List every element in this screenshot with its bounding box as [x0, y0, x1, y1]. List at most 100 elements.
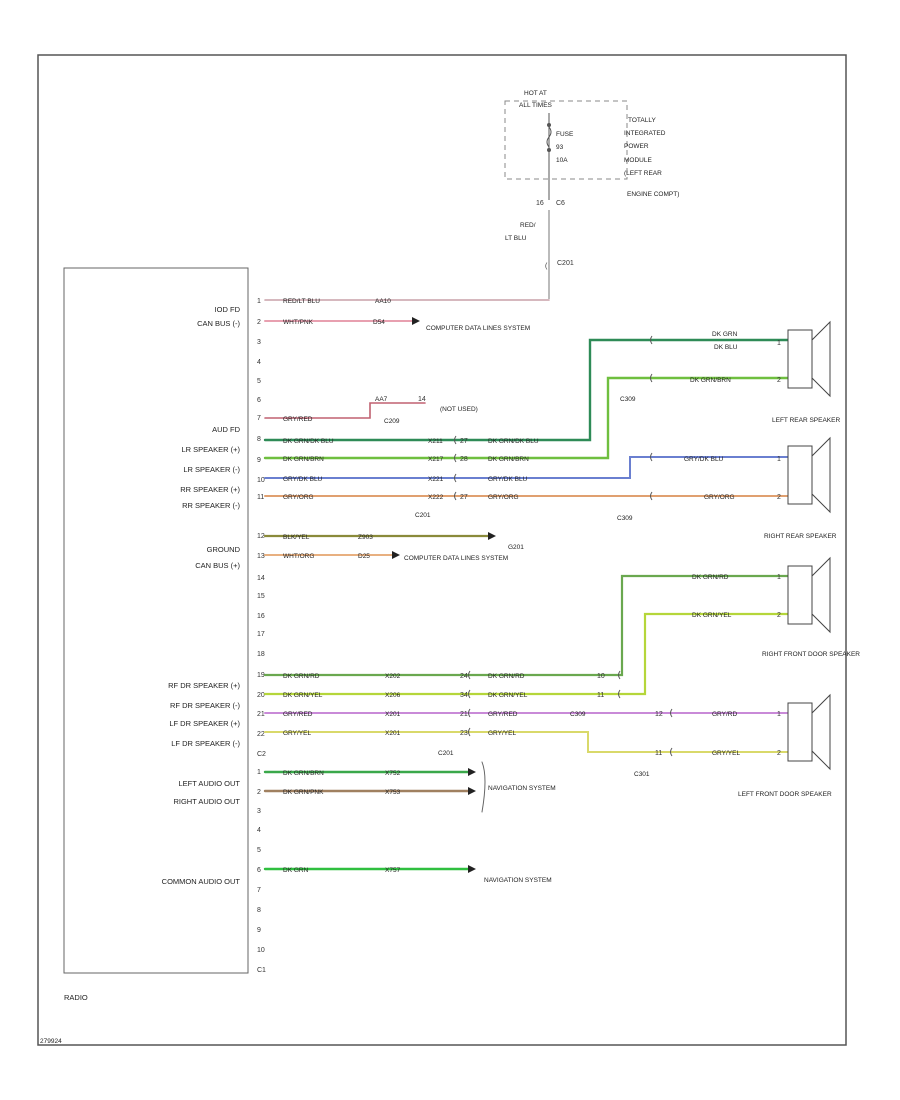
speaker-rr-body	[787, 565, 813, 625]
spk-rr-wire1: DK GRN/RD	[692, 574, 729, 581]
pin-c1-5: 5	[257, 378, 261, 385]
spk-lr-pin1: 1	[777, 456, 781, 463]
wire-rfm-pin: 34	[460, 692, 468, 699]
wire-rrm-circuit: X222	[428, 494, 444, 501]
label-rf-dr-speaker-minus: RF DR SPEAKER (-)	[170, 701, 241, 710]
spk-top-wire1-code: DK BLU	[714, 344, 738, 351]
conn-mark-top1	[650, 335, 653, 345]
pin-c1-22: 22	[257, 731, 265, 738]
spk-rf-name: RIGHT FRONT DOOR SPEAKER	[762, 651, 860, 658]
wire-rf-plus	[263, 574, 802, 677]
wire-rrp-color-2: GRY/DK BLU	[488, 476, 528, 483]
speaker-rr-cone	[811, 556, 831, 634]
wire-rrm-pin: 27	[460, 494, 468, 501]
wire-aud-fd	[264, 402, 426, 419]
speaker-lr-cone	[811, 436, 831, 514]
conn-mark-rf1	[468, 670, 471, 680]
c209-label: C209	[384, 418, 400, 425]
pin-c2-3: 3	[257, 808, 261, 815]
module-name-6: ENGINE COMPT)	[627, 191, 679, 198]
wire-lrm-color-2: DK GRN/BRN	[488, 456, 529, 463]
wire-rfm-color-2: DK GRN/YEL	[488, 692, 528, 699]
speakers: DK GRN DK BLU DK GRN/BRN 1 2 LEFT REAR S…	[570, 320, 860, 798]
conn-mark-lr1	[650, 452, 653, 462]
wire-rf-minus	[263, 612, 802, 696]
spk-lf-c301-pin1: 12	[655, 711, 663, 718]
label-rr-speaker-plus: RR SPEAKER (+)	[180, 485, 240, 494]
wire-cao-color: DK GRN	[283, 867, 309, 874]
label-lr-speaker-plus: LR SPEAKER (+)	[181, 445, 240, 454]
wire-lao-color: DK GRN/BRN	[283, 770, 324, 777]
nav-system-label-1: NAVIGATION SYSTEM	[488, 785, 556, 792]
arrow-ground	[488, 532, 496, 540]
speaker-lf-body	[787, 702, 813, 762]
wire-lfp-pin: 21	[460, 711, 468, 718]
spk-lf-pin2: 2	[777, 750, 781, 757]
arrow-right-audio	[468, 787, 476, 795]
wire-rao-color: DK GRN/PNK	[283, 789, 324, 796]
conn-mark-lr2	[650, 491, 653, 501]
conn-mark-lf1	[468, 708, 471, 718]
pin-c1-17: 17	[257, 631, 265, 638]
pin-c1-16: 16	[257, 613, 265, 620]
wire-lrp-color: DK GRN/DK BLU	[283, 438, 334, 445]
pin-c1-12: 12	[257, 533, 265, 540]
radio-function-labels: IOD FD CAN BUS (-) AUD FD LR SPEAKER (+)…	[162, 305, 241, 886]
spk-lf-wire2: GRY/YEL	[712, 750, 740, 757]
spk-lr-pin2: 2	[777, 494, 781, 501]
feed-wire-color-2: LT BLU	[505, 235, 527, 242]
conn-mark-rf4	[618, 689, 621, 699]
cdl-label-1: COMPUTER DATA LINES SYSTEM	[426, 325, 530, 332]
wire-canp-circuit: D25	[358, 553, 370, 560]
wire-aud-circuit: AA7	[375, 396, 388, 403]
pin-c1-6: 6	[257, 397, 261, 404]
pin-c2-9: 9	[257, 927, 261, 934]
hot-at-label: HOT AT	[524, 90, 547, 97]
speaker-lf-cone	[811, 693, 831, 771]
wire-lfm-circuit: X201	[385, 730, 401, 737]
module-name-5: (LEFT REAR	[624, 170, 662, 177]
pin-c1-10: 10	[257, 477, 265, 484]
wire-lrm-color: DK GRN/BRN	[283, 456, 324, 463]
pin-c1-19: 19	[257, 672, 265, 679]
power-module: HOT AT ALL TIMES FUSE 93 10A TOTALLY INT…	[504, 90, 679, 299]
spk-rr-wire2: DK GRN/YEL	[692, 612, 732, 619]
label-can-bus-plus: CAN BUS (+)	[195, 561, 240, 570]
label-lf-dr-speaker-plus: LF DR SPEAKER (+)	[169, 719, 240, 728]
module-name-4: MODULE	[624, 157, 652, 164]
wire-iod-circuit: AA10	[375, 298, 391, 305]
pin-c1-15: 15	[257, 593, 265, 600]
pin-c1-13: 13	[257, 553, 265, 560]
pin-c1-7: 7	[257, 415, 261, 422]
spk-lf-name: LEFT FRONT DOOR SPEAKER	[738, 791, 832, 798]
spk-lr-wire2: GRY/ORG	[704, 494, 735, 501]
conn-mark-rrp	[454, 473, 457, 483]
nav-system-label-2: NAVIGATION SYSTEM	[484, 877, 552, 884]
fuse-top-dot	[547, 123, 551, 127]
spk-rf-pin1: 10	[597, 673, 605, 680]
speaker-top: DK GRN DK BLU DK GRN/BRN 1 2	[690, 320, 831, 398]
pin-c1-2: 2	[257, 319, 261, 326]
label-lr-speaker-minus: LR SPEAKER (-)	[183, 465, 240, 474]
pin-c1-1: 1	[257, 298, 261, 305]
wire-rrp-circuit: X221	[428, 476, 444, 483]
radio-name: RADIO	[64, 993, 88, 1002]
spk-lf-c301-pin2: 11	[655, 750, 662, 757]
label-aud-fd: AUD FD	[212, 425, 241, 434]
label-rr-speaker-minus: RR SPEAKER (-)	[182, 501, 240, 510]
fuse-label: FUSE	[556, 131, 574, 138]
wire-aud-color: GRY/RED	[283, 416, 313, 423]
wire-rrm-color-2: GRY/ORG	[488, 494, 519, 501]
pin-c1-11: 11	[257, 494, 264, 501]
wire-rfp-color: DK GRN/RD	[283, 673, 320, 680]
wire-lrm-circuit: X217	[428, 456, 444, 463]
wire-rao-circuit: X753	[385, 789, 401, 796]
diagram-code: 279924	[40, 1038, 62, 1045]
wire-aud-pin: 14	[418, 396, 426, 403]
wire-rfp-color-2: DK GRN/RD	[488, 673, 525, 680]
spk-lr-name: LEFT REAR SPEAKER	[772, 417, 840, 424]
wire-lf-minus	[264, 731, 801, 753]
spk-rr-pin2: 2	[777, 612, 781, 619]
label-right-audio-out: RIGHT AUDIO OUT	[173, 797, 240, 806]
pin-c1-18: 18	[257, 651, 265, 658]
